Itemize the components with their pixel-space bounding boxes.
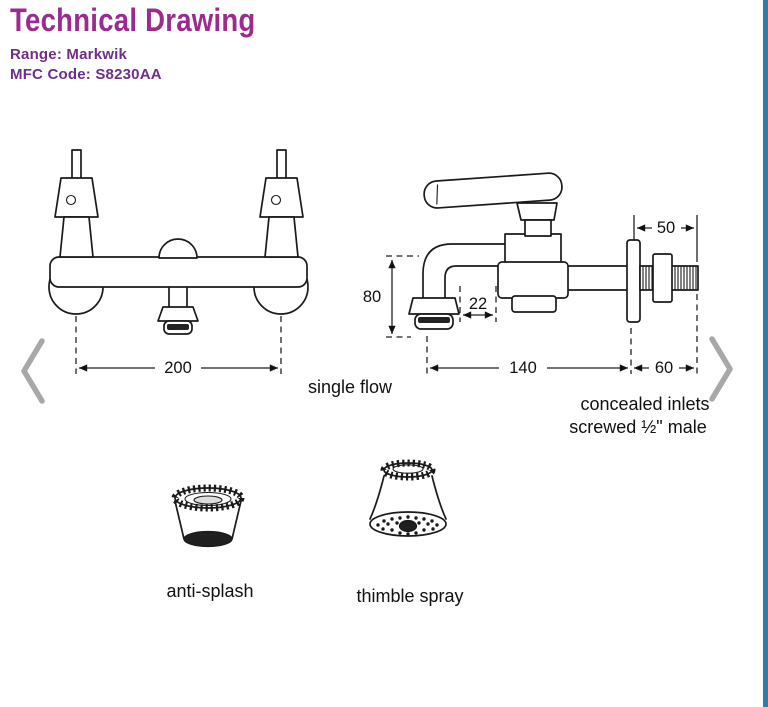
side-view: 50 80 22 140 60 single flow concealed in… <box>308 172 710 437</box>
carousel-prev-button[interactable] <box>14 336 54 406</box>
mfc-code-value: S8230AA <box>95 66 162 83</box>
chevron-left-icon <box>21 338 45 404</box>
range-value: Markwik <box>66 46 128 63</box>
dim-front-width: 200 <box>164 359 192 377</box>
dim-length-140: 140 <box>509 359 537 377</box>
thimble-spray-drawing: thimble spray <box>356 459 464 606</box>
concealed-inlets-label-line2: screwed ½" male <box>569 417 706 437</box>
anti-splash-label: anti-splash <box>166 581 253 601</box>
range-label: Range: <box>10 46 63 63</box>
mfc-code-row: MFC Code: S8230AA <box>10 66 295 83</box>
dim-offset-22: 22 <box>469 295 487 313</box>
front-view: 200 <box>48 149 309 377</box>
anti-splash-drawing: anti-splash <box>166 484 254 601</box>
single-flow-label: single flow <box>308 377 393 397</box>
dim-inlet-60: 60 <box>655 359 673 377</box>
chevron-right-icon <box>709 336 733 402</box>
mfc-code-label: MFC Code: <box>10 66 91 83</box>
dim-thread-50: 50 <box>657 219 675 237</box>
range-row: Range: Markwik <box>10 46 295 63</box>
dim-height-80: 80 <box>363 288 381 306</box>
page-title: Technical Drawing <box>10 2 256 38</box>
concealed-inlets-label-line1: concealed inlets <box>580 394 709 414</box>
right-edge-accent-strip <box>763 0 768 707</box>
header: Technical Drawing Range: Markwik MFC Cod… <box>10 2 295 83</box>
spray-holes <box>376 515 439 536</box>
carousel-next-button[interactable] <box>700 334 740 404</box>
thimble-spray-label: thimble spray <box>356 586 463 606</box>
